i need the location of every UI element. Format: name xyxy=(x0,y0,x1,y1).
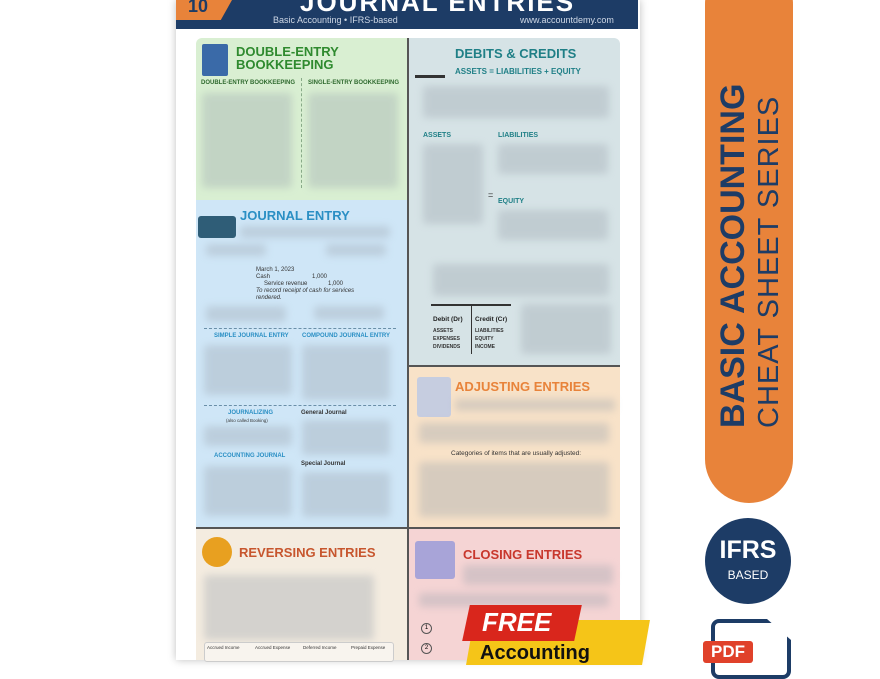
badge-text: IFRS xyxy=(719,536,777,564)
free-label: FREE xyxy=(482,607,552,637)
balance-scale-icon xyxy=(415,44,445,78)
entry-credit-account: Service revenue xyxy=(264,281,308,287)
number-tab xyxy=(176,0,232,20)
divider xyxy=(301,78,302,188)
general-journal-label: General Journal xyxy=(301,410,347,416)
debit-header: Debit (Dr) xyxy=(433,316,463,323)
col-label: DOUBLE-ENTRY BOOKKEEPING xyxy=(201,80,296,86)
reversing-entries-section: REVERSING ENTRIES Accrued Income Accrued… xyxy=(196,527,407,662)
special-journal-label: Special Journal xyxy=(301,461,346,467)
debit-item: ASSETS xyxy=(433,328,454,334)
credit-header: Credit (Cr) xyxy=(475,316,508,323)
step-number: 1 xyxy=(421,623,432,634)
cycle-icon xyxy=(202,537,232,567)
categories-label: Categories of items that are usually adj… xyxy=(451,450,582,457)
section-title: REVERSING ENTRIES xyxy=(239,545,376,560)
section-title: ADJUSTING ENTRIES xyxy=(455,379,591,394)
entry-memo: To record receipt of cash for services xyxy=(256,288,355,294)
adjusting-entries-section: ADJUSTING ENTRIES Categories of items th… xyxy=(407,365,620,527)
section-title-2: BOOKKEEPING xyxy=(236,57,334,72)
debit-item: DIVIDENDS xyxy=(433,344,461,350)
entry-credit-amount: 1,000 xyxy=(328,281,344,287)
ifrs-badge: IFRS BASED xyxy=(705,518,791,604)
accounting-journal-label: ACCOUNTING JOURNAL xyxy=(214,453,286,459)
promo-accounting-text: Accounting xyxy=(480,642,590,664)
poster-title: JOURNAL ENTRIES xyxy=(300,0,576,17)
journalizing-label: JOURNALIZING xyxy=(228,410,273,416)
step-number: 2 xyxy=(421,643,432,654)
entry-debit-account: Cash xyxy=(256,274,271,280)
liabilities-label: LIABILITIES xyxy=(498,132,539,139)
sheet-number: 10 xyxy=(188,0,209,16)
equals-sign: = xyxy=(488,190,494,200)
table-header: Prepaid Expense xyxy=(351,645,386,650)
section-title: CLOSING ENTRIES xyxy=(463,547,583,562)
entry-date: March 1, 2023 xyxy=(256,267,295,273)
sliders-icon xyxy=(417,377,451,417)
poster-header xyxy=(176,0,638,29)
col-label: SINGLE-ENTRY BOOKKEEPING xyxy=(308,80,400,86)
debits-credits-section: DEBITS & CREDITS ASSETS = LIABILITIES + … xyxy=(407,38,620,365)
compound-entry-label: COMPOUND JOURNAL ENTRY xyxy=(302,333,391,339)
credit-item: LIABILITIES xyxy=(475,328,504,334)
journal-entry-section: JOURNAL ENTRY March 1, 2023 Cash 1,000 S… xyxy=(196,200,407,527)
series-subtitle: CHEAT SHEET SERIES xyxy=(753,95,785,428)
poster-subtitle: Basic Accounting • IFRS-based xyxy=(273,15,398,25)
notebook-icon xyxy=(202,44,228,76)
journalizing-note: (also called Booking) xyxy=(226,418,268,423)
website-url: www.accountdemy.com xyxy=(520,15,614,25)
table-header: Accrued Income xyxy=(207,645,240,650)
section-title: JOURNAL ENTRY xyxy=(240,208,350,223)
section-title: DEBITS & CREDITS xyxy=(455,46,577,61)
t-account: Debit (Dr) Credit (Cr) ASSETS EXPENSES DIV… xyxy=(431,304,511,354)
table-header: Deferred Income xyxy=(303,645,337,650)
assets-label: ASSETS xyxy=(423,132,452,139)
section-title: DOUBLE-ENTRY xyxy=(236,44,339,59)
accounting-equation: ASSETS = LIABILITIES + EQUITY xyxy=(455,67,581,76)
reversing-table: Accrued Income Accrued Expense Deferred … xyxy=(204,642,394,662)
series-pill xyxy=(705,0,793,503)
table-header: Accrued Expense xyxy=(255,645,291,650)
series-title: BASIC ACCOUNTING xyxy=(714,83,752,428)
credit-item: INCOME xyxy=(475,344,495,350)
equity-label: EQUITY xyxy=(498,198,525,205)
pdf-label: PDF xyxy=(703,641,753,663)
simple-entry-label: SIMPLE JOURNAL ENTRY xyxy=(214,333,289,339)
debit-item: EXPENSES xyxy=(433,336,460,342)
entry-memo-2: rendered. xyxy=(256,295,282,301)
books-icon xyxy=(198,216,236,238)
file-cabinet-icon xyxy=(415,541,455,579)
badge-subtext: BASED xyxy=(727,568,769,582)
credit-item: EQUITY xyxy=(475,336,494,342)
entry-debit-amount: 1,000 xyxy=(312,274,328,280)
